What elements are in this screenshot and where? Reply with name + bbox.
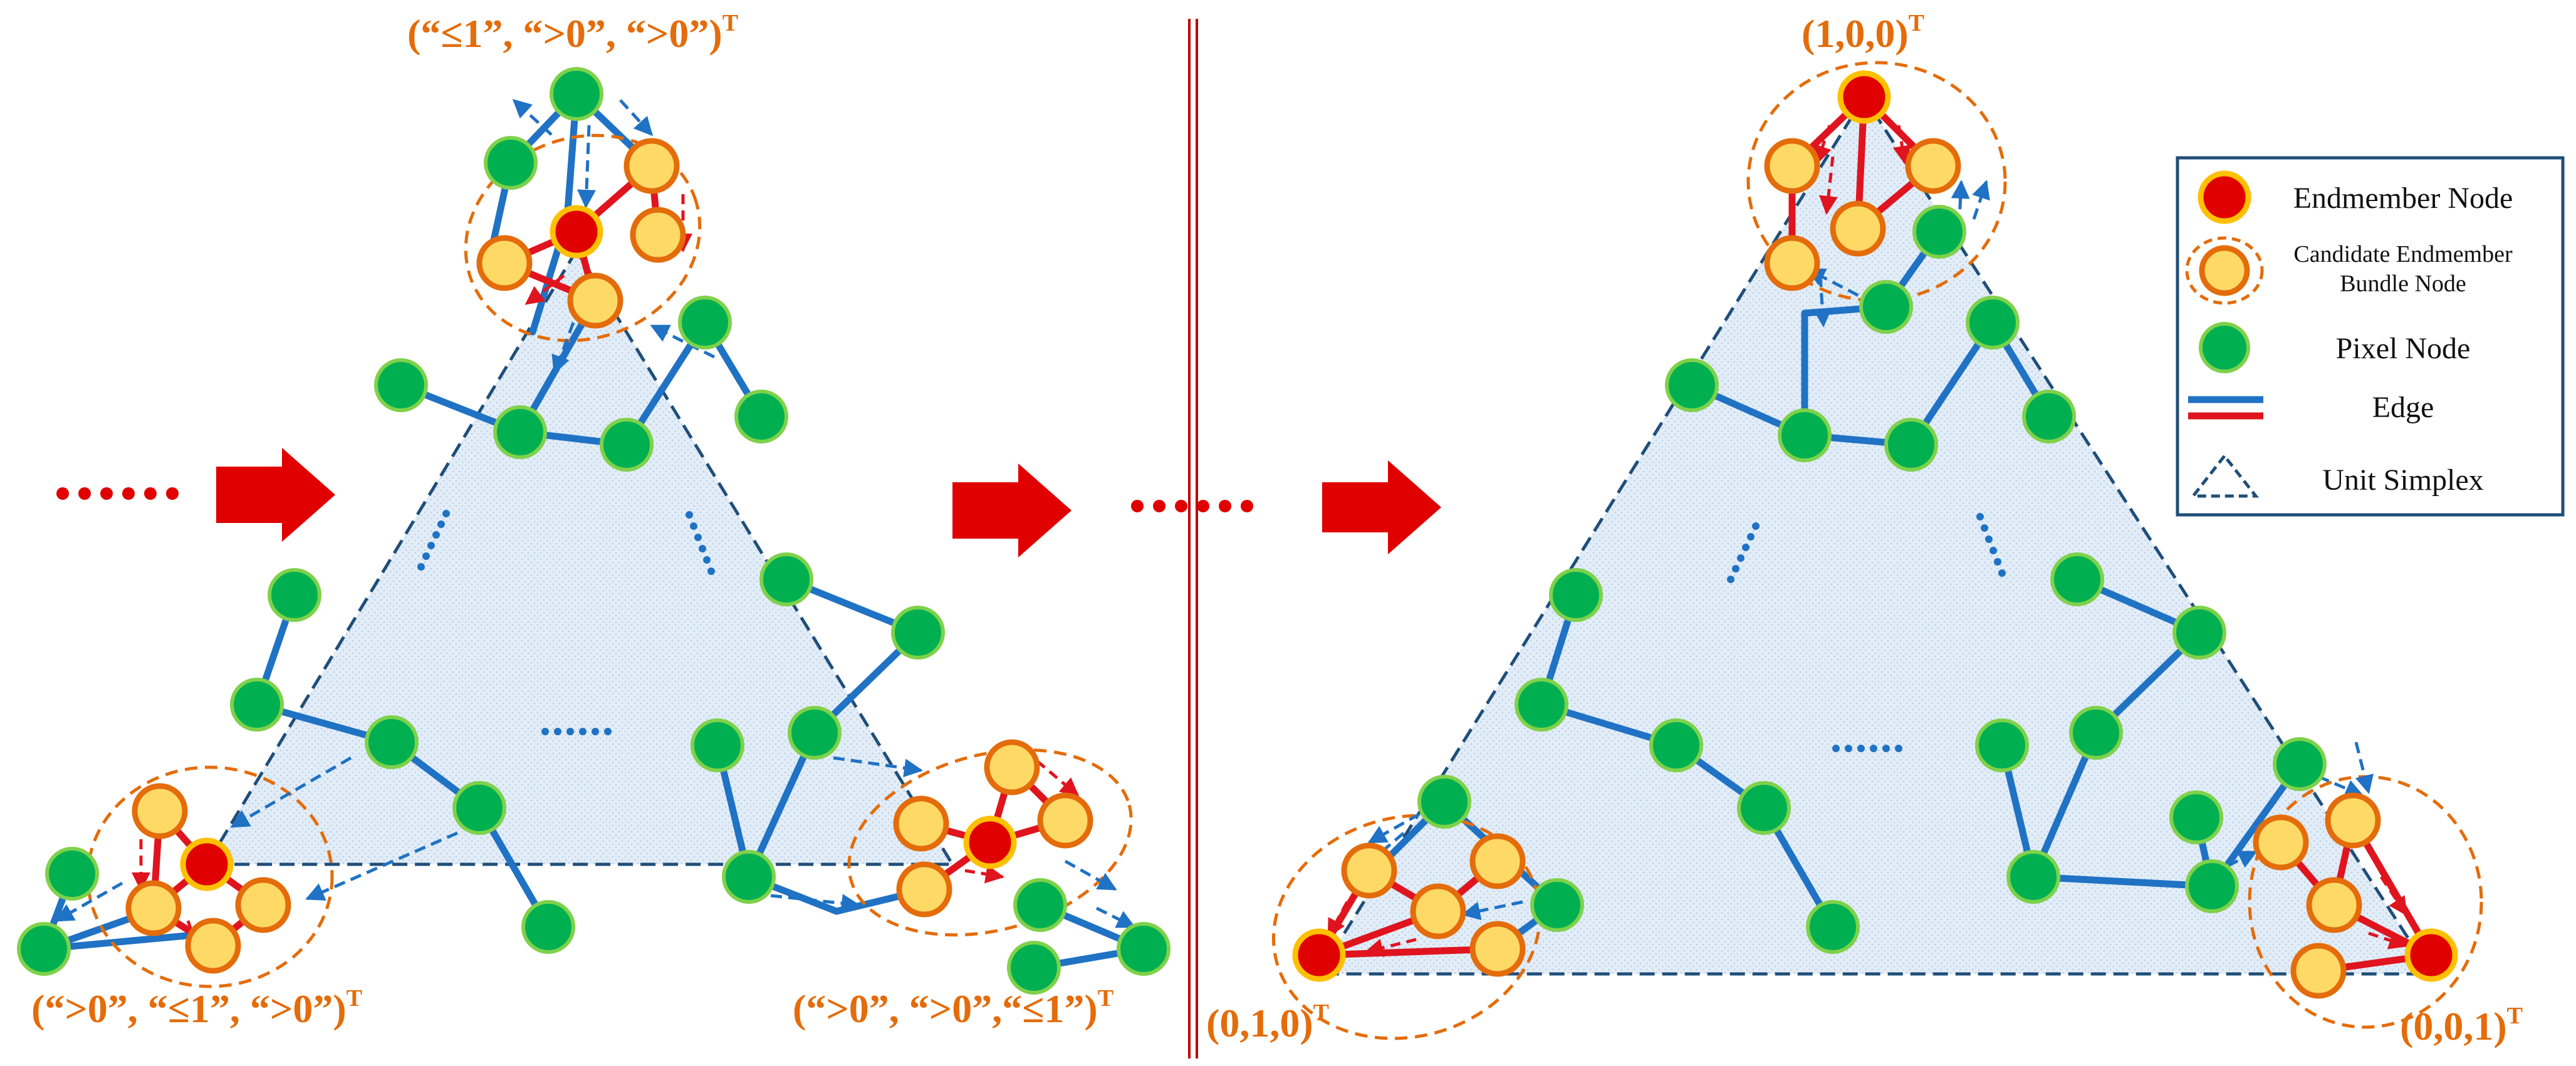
left-simplex (204, 247, 956, 866)
legend-candidate-icon (2199, 245, 2250, 296)
left-ellipsis-dots (417, 510, 715, 735)
left-candidate-nodes (125, 138, 1093, 974)
left-blue-arrows (55, 98, 1136, 929)
right-red-arrows (1327, 125, 2408, 958)
right-bottom-right-label: (0,0,1)T (2400, 1003, 2523, 1048)
right-pixel-nodes (1417, 205, 2327, 954)
right-panel: (1,0,0)T (0,1,0)T (0,0,1)T (1206, 10, 2523, 1048)
legend-simplex-icon (2189, 453, 2260, 498)
legend-pixel-icon (2199, 322, 2250, 373)
right-top-label: (1,0,0)T (1802, 10, 1924, 56)
left-panel: (“≤1”, “>0”, “>0”)T (“>0”, “≤1”, “>0”)T … (17, 10, 1171, 1031)
legend: Endmember Node Candidate Endmember Bundl… (2176, 156, 2565, 517)
left-top-label: (“≤1”, “>0”, “>0”)T (407, 10, 738, 56)
right-candidate-nodes (1341, 138, 2381, 999)
left-bottom-right-label: (“>0”, “>0”,“≤1”)T (793, 985, 1113, 1031)
red-arrow-3 (1322, 460, 1441, 554)
legend-endmember-icon (2198, 170, 2251, 224)
left-bottom-left-label: (“>0”, “≤1”, “>0”)T (31, 985, 362, 1031)
leading-red-dots (56, 487, 179, 500)
legend-endmember-label: Endmember Node (2293, 182, 2513, 215)
legend-simplex-label: Unit Simplex (2322, 463, 2483, 497)
right-endmember-nodes (1292, 70, 2458, 982)
red-arrow-2 (952, 463, 1072, 557)
right-simplex (1316, 94, 2434, 976)
legend-edge-label: Edge (2372, 391, 2434, 424)
red-arrow-1 (216, 448, 335, 542)
legend-candidate-outline (2185, 236, 2264, 305)
left-pixel-nodes (17, 67, 1171, 995)
legend-pixel-label: Pixel Node (2336, 332, 2471, 365)
right-ellipsis-dots (1727, 513, 2006, 752)
flow-indicators (56, 19, 1441, 1058)
middle-red-dots (1131, 500, 1253, 512)
right-bottom-left-label: (0,1,0)T (1206, 1000, 1329, 1045)
left-endmember-nodes (180, 205, 1017, 891)
legend-candidate-label-line1: Candidate Endmember (2293, 241, 2513, 267)
legend-candidate-label-line2: Bundle Node (2340, 271, 2466, 297)
